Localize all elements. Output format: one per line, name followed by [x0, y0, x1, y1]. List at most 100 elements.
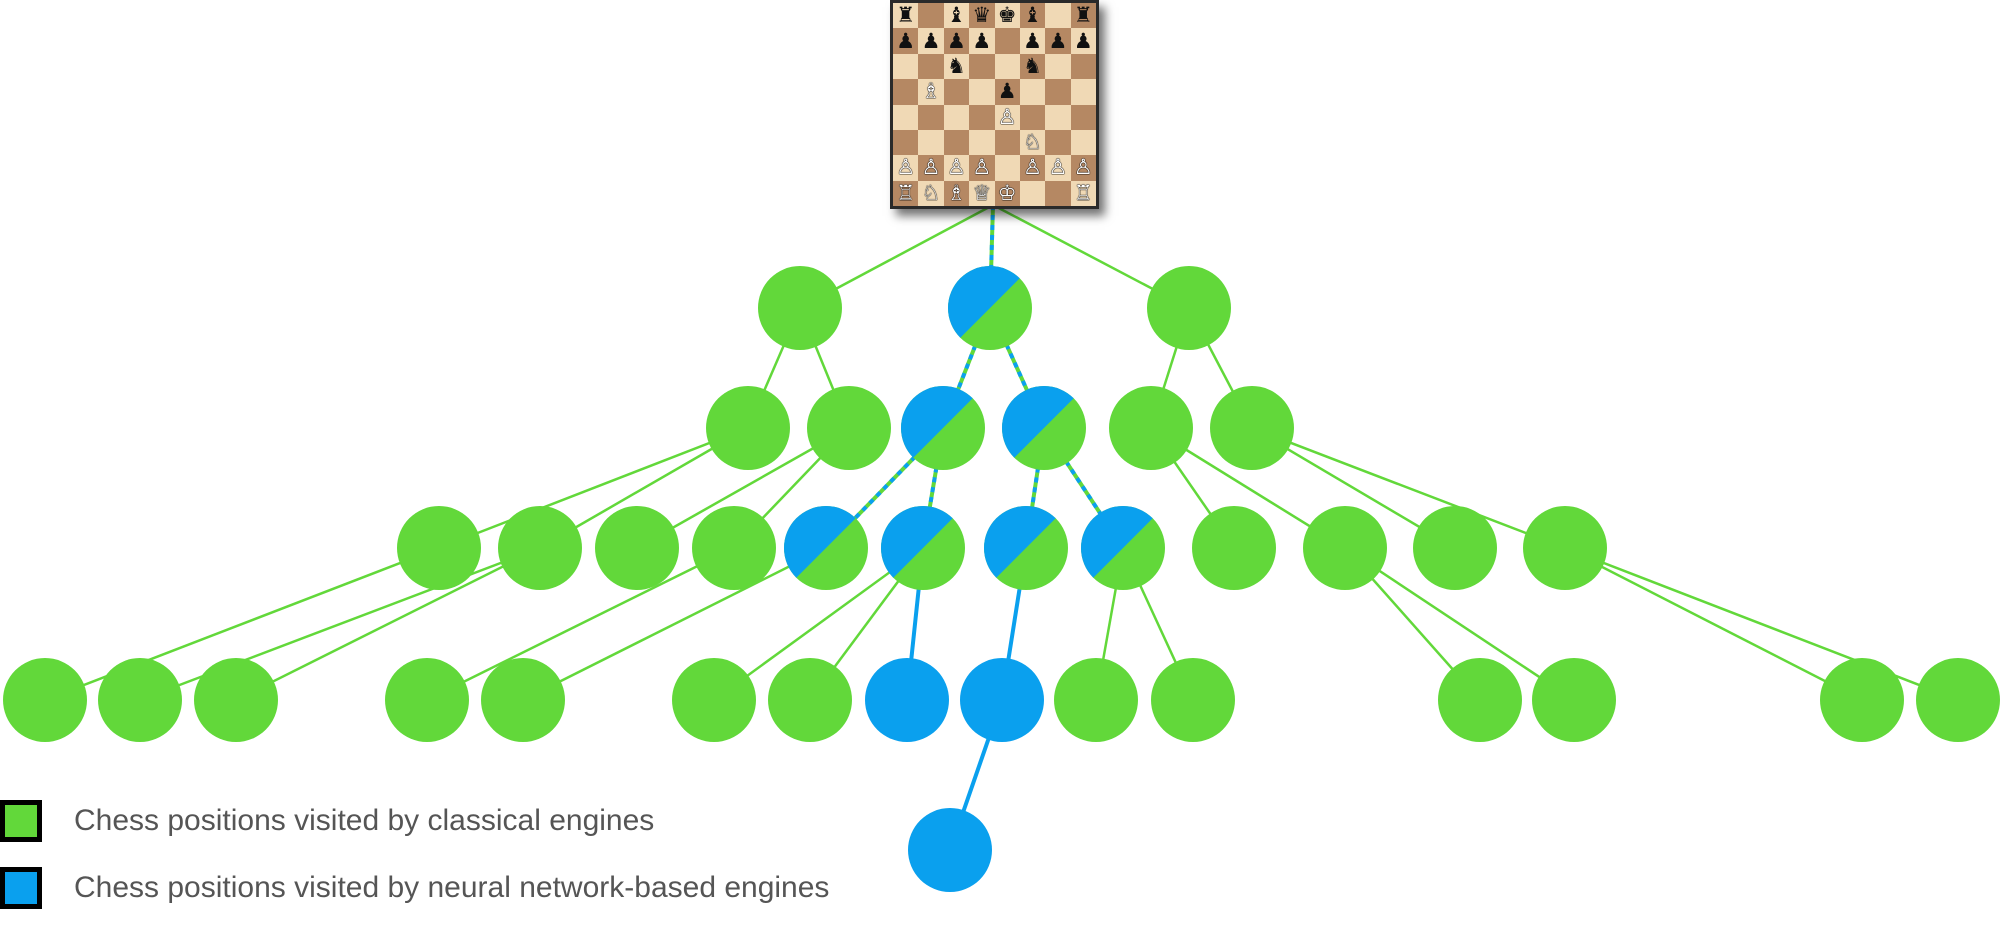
tree-edge-classical [426, 546, 735, 702]
black-bishop-icon: ♝ [1019, 3, 1046, 29]
board-square [994, 28, 1020, 54]
board-square [1070, 129, 1096, 156]
node-classical [768, 658, 852, 742]
green-square-icon [0, 800, 42, 842]
board-square [1045, 79, 1071, 105]
black-rook-icon: ♜ [1070, 3, 1096, 29]
white-pawn-icon: ♙ [1019, 155, 1046, 181]
node-classical [595, 506, 679, 590]
board-square [1045, 53, 1071, 80]
node-classical [98, 658, 182, 742]
tree-edge-classical [235, 546, 541, 702]
tree-edge-classical [522, 546, 827, 702]
white-pawn-icon: ♙ [969, 155, 995, 181]
board-square [893, 79, 919, 105]
board-square [994, 53, 1020, 80]
node-classical [672, 658, 756, 742]
black-pawn-icon: ♟ [918, 28, 944, 54]
black-queen-icon: ♛ [969, 3, 995, 29]
black-pawn-icon: ♟ [994, 79, 1020, 105]
white-bishop-icon: ♗ [943, 180, 970, 206]
board-square [893, 129, 919, 156]
tree-edge-classical [713, 546, 924, 702]
node-classical [481, 658, 565, 742]
node-classical [1151, 658, 1235, 742]
board-square [969, 104, 995, 130]
board-square [943, 104, 970, 130]
board-square [918, 129, 944, 156]
board-square [1045, 104, 1071, 130]
board-square [1019, 104, 1046, 130]
board-square [918, 3, 944, 29]
node-classical [1413, 506, 1497, 590]
node-classical [498, 506, 582, 590]
legend-item-classical: Chess positions visited by classical eng… [0, 800, 654, 842]
black-pawn-icon: ♟ [1045, 28, 1071, 54]
node-classical [1438, 658, 1522, 742]
node-classical [3, 658, 87, 742]
white-pawn-icon: ♙ [1045, 155, 1071, 181]
node-classical [1523, 506, 1607, 590]
board-square [893, 53, 919, 80]
board-square [918, 104, 944, 130]
blue-square-icon [0, 867, 42, 909]
board-square [1045, 180, 1071, 206]
node-both [948, 266, 1032, 350]
node-both [881, 506, 965, 590]
root-chess-board: ♜♝♛♚♝♜♟♟♟♟♟♟♟♞♞♗♟♙♘♙♙♙♙♙♙♙♖♘♗♕♔♖ [890, 0, 1099, 209]
board-square [943, 129, 970, 156]
black-knight-icon: ♞ [1019, 53, 1046, 80]
node-classical [1916, 658, 2000, 742]
black-bishop-icon: ♝ [943, 3, 970, 29]
board-square [994, 155, 1020, 181]
white-rook-icon: ♖ [1070, 180, 1096, 206]
board-square [1019, 180, 1046, 206]
white-pawn-icon: ♙ [943, 155, 970, 181]
black-pawn-icon: ♟ [1070, 28, 1096, 54]
node-classical [692, 506, 776, 590]
white-king-icon: ♔ [994, 180, 1020, 206]
tree-edge-classical [1564, 546, 1863, 702]
node-classical [1532, 658, 1616, 742]
board-square [1070, 53, 1096, 80]
white-pawn-icon: ♙ [1070, 155, 1096, 181]
node-classical [1109, 386, 1193, 470]
node-classical [1303, 506, 1387, 590]
node-neural [908, 808, 992, 892]
black-pawn-icon: ♟ [943, 28, 970, 54]
tree-edge-classical [1564, 546, 1959, 702]
node-both [901, 385, 985, 470]
board-square [918, 53, 944, 80]
board-square [994, 129, 1020, 156]
board-square [1045, 3, 1071, 29]
node-neural [960, 658, 1044, 742]
legend-label-neural: Chess positions visited by neural networ… [74, 871, 830, 904]
node-classical [1820, 658, 1904, 742]
white-rook-icon: ♖ [893, 180, 919, 206]
white-pawn-icon: ♙ [918, 155, 944, 181]
board-square [1070, 104, 1096, 130]
node-classical [1210, 386, 1294, 470]
tree-edge-classical [1251, 426, 1566, 550]
board-square [1070, 79, 1096, 105]
node-classical [385, 658, 469, 742]
board-square [1019, 79, 1046, 105]
board-square [893, 104, 919, 130]
node-both [1080, 505, 1165, 590]
board-square [969, 79, 995, 105]
node-neural [865, 658, 949, 742]
node-both [984, 506, 1068, 590]
board-square [943, 79, 970, 105]
legend-item-neural: Chess positions visited by neural networ… [0, 867, 829, 909]
white-bishop-icon: ♗ [918, 79, 944, 105]
node-classical [706, 386, 790, 470]
node-classical [1147, 266, 1231, 350]
white-queen-icon: ♕ [969, 180, 995, 206]
board-square [969, 53, 995, 80]
node-classical [1192, 506, 1276, 590]
node-classical [397, 506, 481, 590]
tree-edge-classical [438, 426, 749, 550]
legend-label-classical: Chess positions visited by classical eng… [74, 804, 655, 837]
black-rook-icon: ♜ [893, 3, 919, 29]
